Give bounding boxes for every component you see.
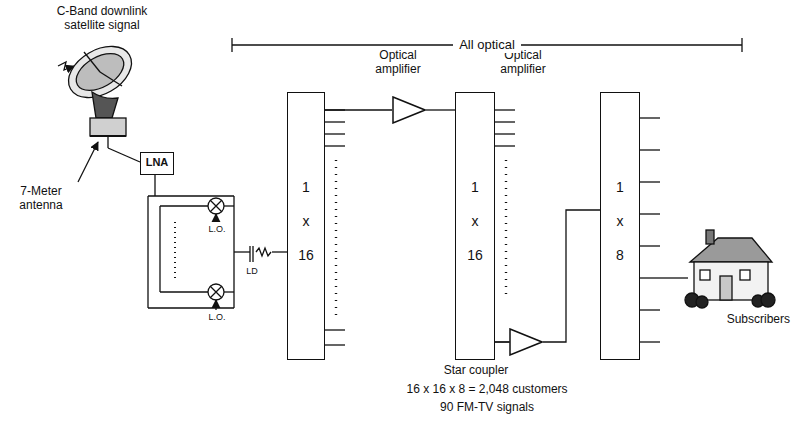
fiber-connector: [426, 109, 455, 110]
subscribers-label: Subscribers: [716, 312, 790, 326]
port-count: 1 x 16: [464, 170, 486, 272]
port-count: 1 x 8: [609, 170, 631, 272]
region-label: All optical: [453, 37, 521, 53]
amplifier-label: Optical amplifier: [363, 48, 433, 77]
fiber-connector: [325, 109, 392, 110]
star-coupler: 1 x 16Star coupler: [455, 92, 495, 360]
optical-amplifier: Optical amplifier: [392, 96, 426, 124]
lo-label: L.O.: [202, 312, 232, 323]
note: 16 x 16 x 8 = 2,048 customers: [337, 382, 637, 396]
optical-amplifier: Optical amplifier: [509, 328, 543, 356]
ld-label: LD: [240, 266, 264, 277]
splitter-box: 1 x 16: [287, 92, 325, 360]
amplifier-triangle: [509, 328, 543, 356]
box-caption: Star coupler: [426, 363, 526, 377]
fiber-connector: [543, 210, 600, 342]
splitter-box: 1 x 8: [600, 92, 640, 360]
box-label: LNA: [141, 153, 173, 172]
lo-label: L.O.: [202, 224, 232, 235]
port-count: 1 x 16: [295, 170, 317, 272]
fiber-connector: [495, 341, 509, 342]
antenna-label: 7-Meter antenna: [4, 184, 78, 213]
note: 90 FM-TV signals: [337, 400, 637, 414]
amplifier-box: LNA: [140, 152, 174, 175]
amplifier-triangle: [392, 96, 426, 124]
signal-label: C-Band downlink satellite signal: [44, 4, 160, 33]
